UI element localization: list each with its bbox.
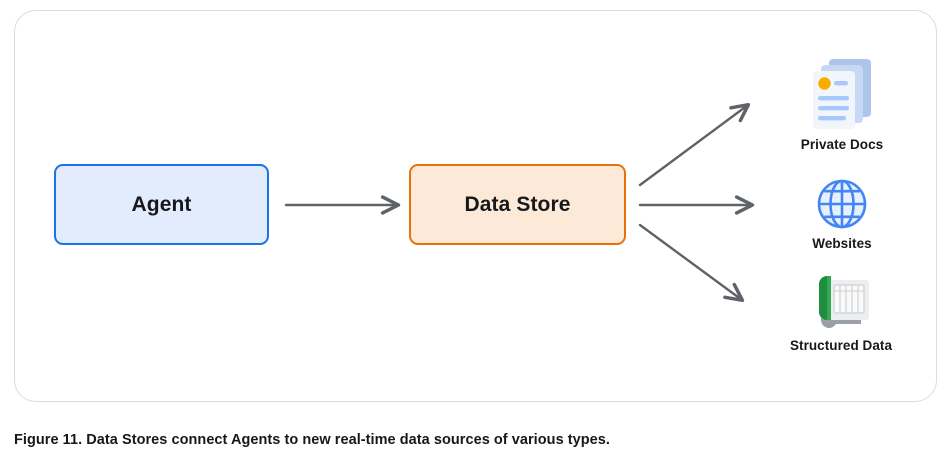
source-private-docs-label: Private Docs <box>800 137 884 152</box>
node-data-store-label: Data Store <box>464 192 571 216</box>
source-structured-data[interactable]: Structured Data <box>748 272 934 353</box>
source-structured-data-label: Structured Data <box>789 338 893 353</box>
figure-caption: Figure 11. Data Stores connect Agents to… <box>14 432 610 448</box>
globe-icon <box>817 179 867 229</box>
spreadsheet-icon <box>819 276 869 328</box>
node-agent-label: Agent <box>131 192 192 216</box>
node-agent[interactable]: Agent <box>54 164 269 245</box>
diagram-canvas: Agent Data Store Priva <box>54 55 934 353</box>
arrow-data-store-to-structured-data <box>638 223 745 303</box>
node-data-store[interactable]: Data Store <box>409 164 626 245</box>
structured-data-icon-wrap <box>807 272 875 334</box>
arrow-data-store-to-private-docs <box>638 102 751 187</box>
websites-icon-wrap <box>816 176 868 232</box>
stacked-documents-icon <box>813 59 871 129</box>
private-docs-icon-wrap <box>805 55 879 133</box>
source-websites-label: Websites <box>812 236 872 251</box>
source-private-docs[interactable]: Private Docs <box>762 55 922 152</box>
source-websites[interactable]: Websites <box>762 176 922 251</box>
